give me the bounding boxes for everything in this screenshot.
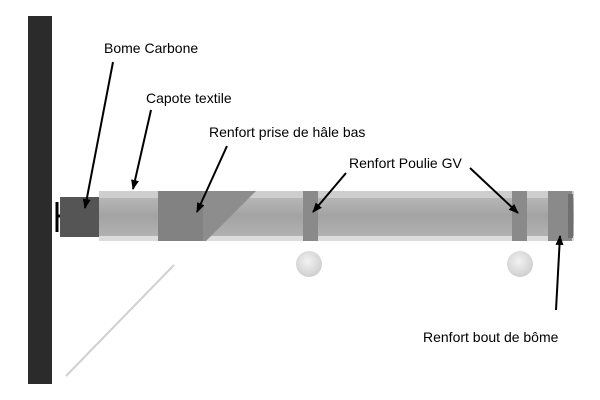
label-pulley: Renfort Poulie GV <box>349 155 462 171</box>
arrow-boom <box>82 61 114 209</box>
label-vang: Renfort prise de hâle bas <box>209 124 366 140</box>
end-cap <box>568 194 573 238</box>
arrow-pulley-2 <box>469 167 519 214</box>
pulley-reinforcement-1 <box>303 191 318 241</box>
label-cover: Capote textile <box>146 90 232 106</box>
vang-reinforcement-band <box>158 191 203 241</box>
pulley-2 <box>507 251 533 277</box>
vang-line <box>65 264 175 377</box>
cover-top-edge <box>99 191 574 198</box>
arrow-vang <box>196 145 228 213</box>
label-boom: Bome Carbone <box>104 40 199 56</box>
arrow-pulley-1 <box>312 172 347 213</box>
mast <box>28 16 52 384</box>
cover-bottom-edge <box>99 236 574 241</box>
label-end: Renfort bout de bôme <box>423 329 559 345</box>
pulley-reinforcement-2 <box>512 191 527 241</box>
pulley-1 <box>296 251 322 277</box>
arrow-cover <box>131 109 152 190</box>
arrow-end <box>555 235 564 311</box>
